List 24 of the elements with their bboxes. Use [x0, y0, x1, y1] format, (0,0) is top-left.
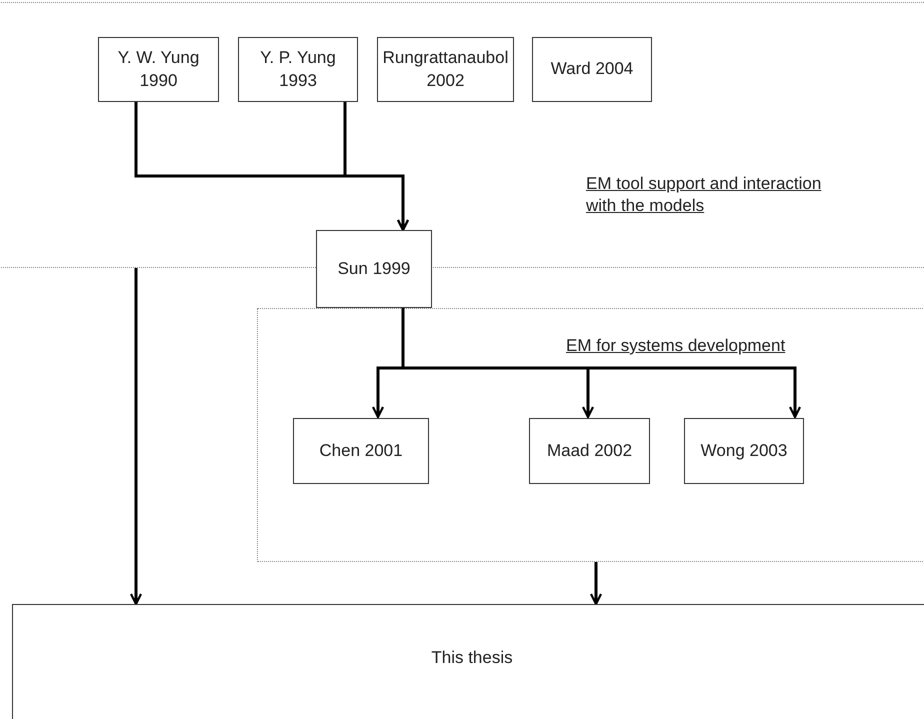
reference-box [529, 418, 650, 484]
box-label: Chen 2001 [318, 440, 404, 462]
arrow [130, 268, 142, 606]
box-label: Y. P. Yung 1993 [259, 47, 337, 92]
box-label: Ward 2004 [550, 58, 634, 80]
box-label: This thesis [430, 647, 514, 669]
reference-box [532, 37, 652, 102]
box-label: Rungrattanaubol 2002 [382, 47, 510, 92]
reference-box [293, 418, 429, 484]
group-heading: EM for systems development [566, 335, 786, 357]
reference-box [684, 418, 804, 484]
reference-box [238, 37, 358, 102]
reference-box [316, 230, 432, 308]
box-label: Maad 2002 [546, 440, 634, 462]
box-label: Wong 2003 [700, 440, 788, 462]
reference-box [98, 37, 219, 102]
reference-box [12, 604, 924, 719]
reference-box [377, 37, 514, 102]
box-label: Y. W. Yung 1990 [116, 47, 200, 92]
arrow [344, 101, 410, 232]
arrow [590, 562, 602, 606]
group-heading: EM tool support and interaction with the models [586, 173, 822, 218]
box-label: Sun 1999 [336, 258, 412, 280]
group-region [257, 308, 924, 562]
